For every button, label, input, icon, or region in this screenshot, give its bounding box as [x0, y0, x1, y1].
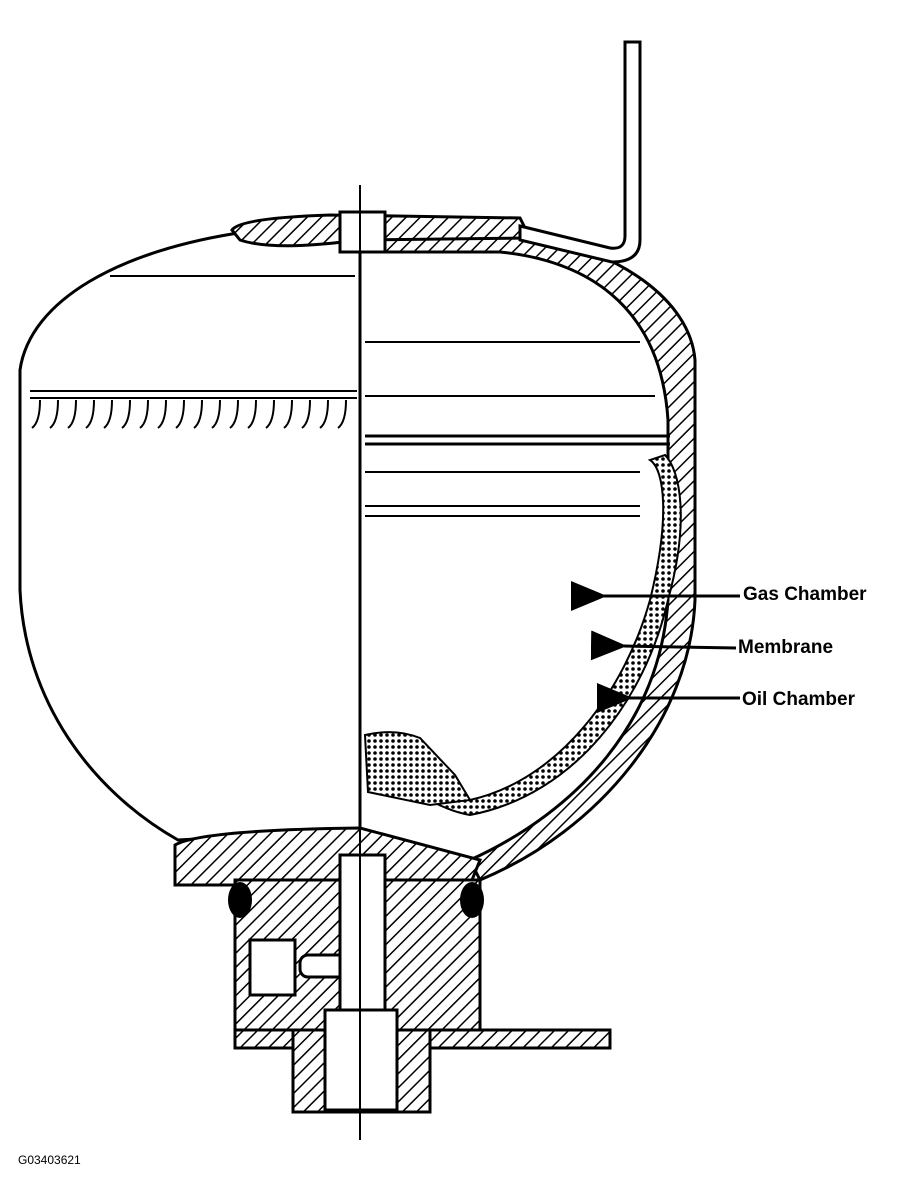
- bottom-flange: [173, 826, 483, 887]
- membrane-arrow: [590, 630, 737, 661]
- oil-chamber-label: Oil Chamber: [742, 689, 855, 710]
- central-bore: [338, 853, 387, 1017]
- membrane-label: Membrane: [738, 637, 834, 658]
- gas-chamber-label: Gas Chamber: [743, 584, 867, 605]
- side-port: [248, 938, 297, 997]
- clip-row: [31, 399, 347, 429]
- membrane-mount: [363, 731, 472, 807]
- left-shell-outline: [18, 230, 362, 842]
- figure-id: G03403621: [18, 1153, 81, 1167]
- charging-pipe: [518, 40, 642, 264]
- fill-plug: [338, 210, 387, 254]
